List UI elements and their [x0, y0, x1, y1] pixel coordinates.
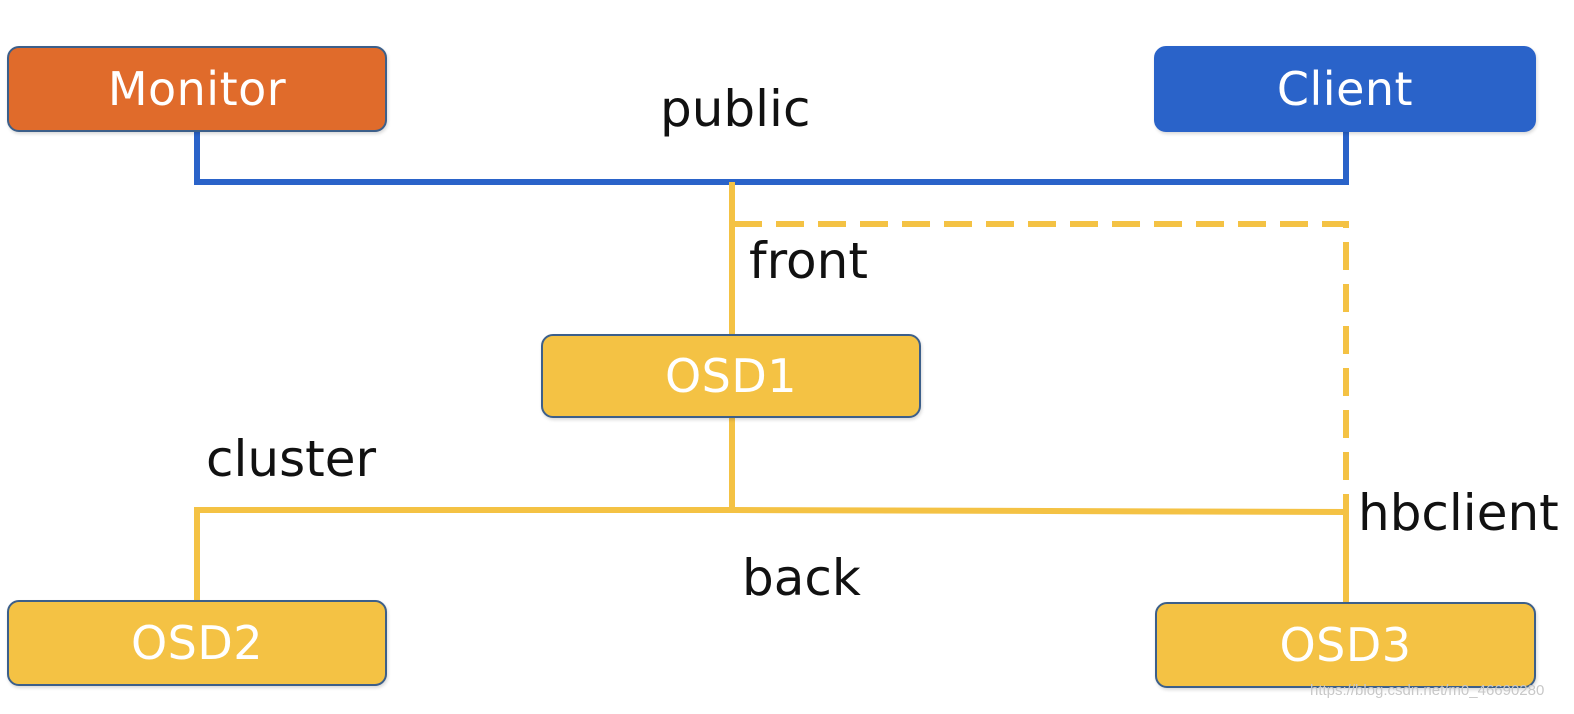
public-network-label: public	[660, 80, 811, 138]
hbclient-link-label: hbclient	[1358, 484, 1559, 542]
cluster-network-line	[194, 507, 1349, 602]
osd3-node: OSD3	[1155, 602, 1536, 688]
client-node: Client	[1154, 46, 1536, 132]
cluster-network-label: cluster	[206, 430, 377, 488]
source-watermark: https://blog.csdn.net/m0_46690280	[1310, 682, 1545, 699]
osd3-label: OSD3	[1279, 618, 1412, 672]
public-network-line	[194, 132, 1349, 185]
back-link-label: back	[742, 549, 861, 607]
monitor-label: Monitor	[107, 62, 287, 116]
monitor-node: Monitor	[7, 46, 387, 132]
osd2-node: OSD2	[7, 600, 387, 686]
osd1-node: OSD1	[541, 334, 921, 418]
client-label: Client	[1276, 62, 1414, 116]
osd1-label: OSD1	[664, 349, 798, 403]
hbclient-dashed-line	[734, 221, 1349, 602]
osd2-label: OSD2	[130, 616, 264, 670]
front-link-label: front	[749, 232, 868, 290]
